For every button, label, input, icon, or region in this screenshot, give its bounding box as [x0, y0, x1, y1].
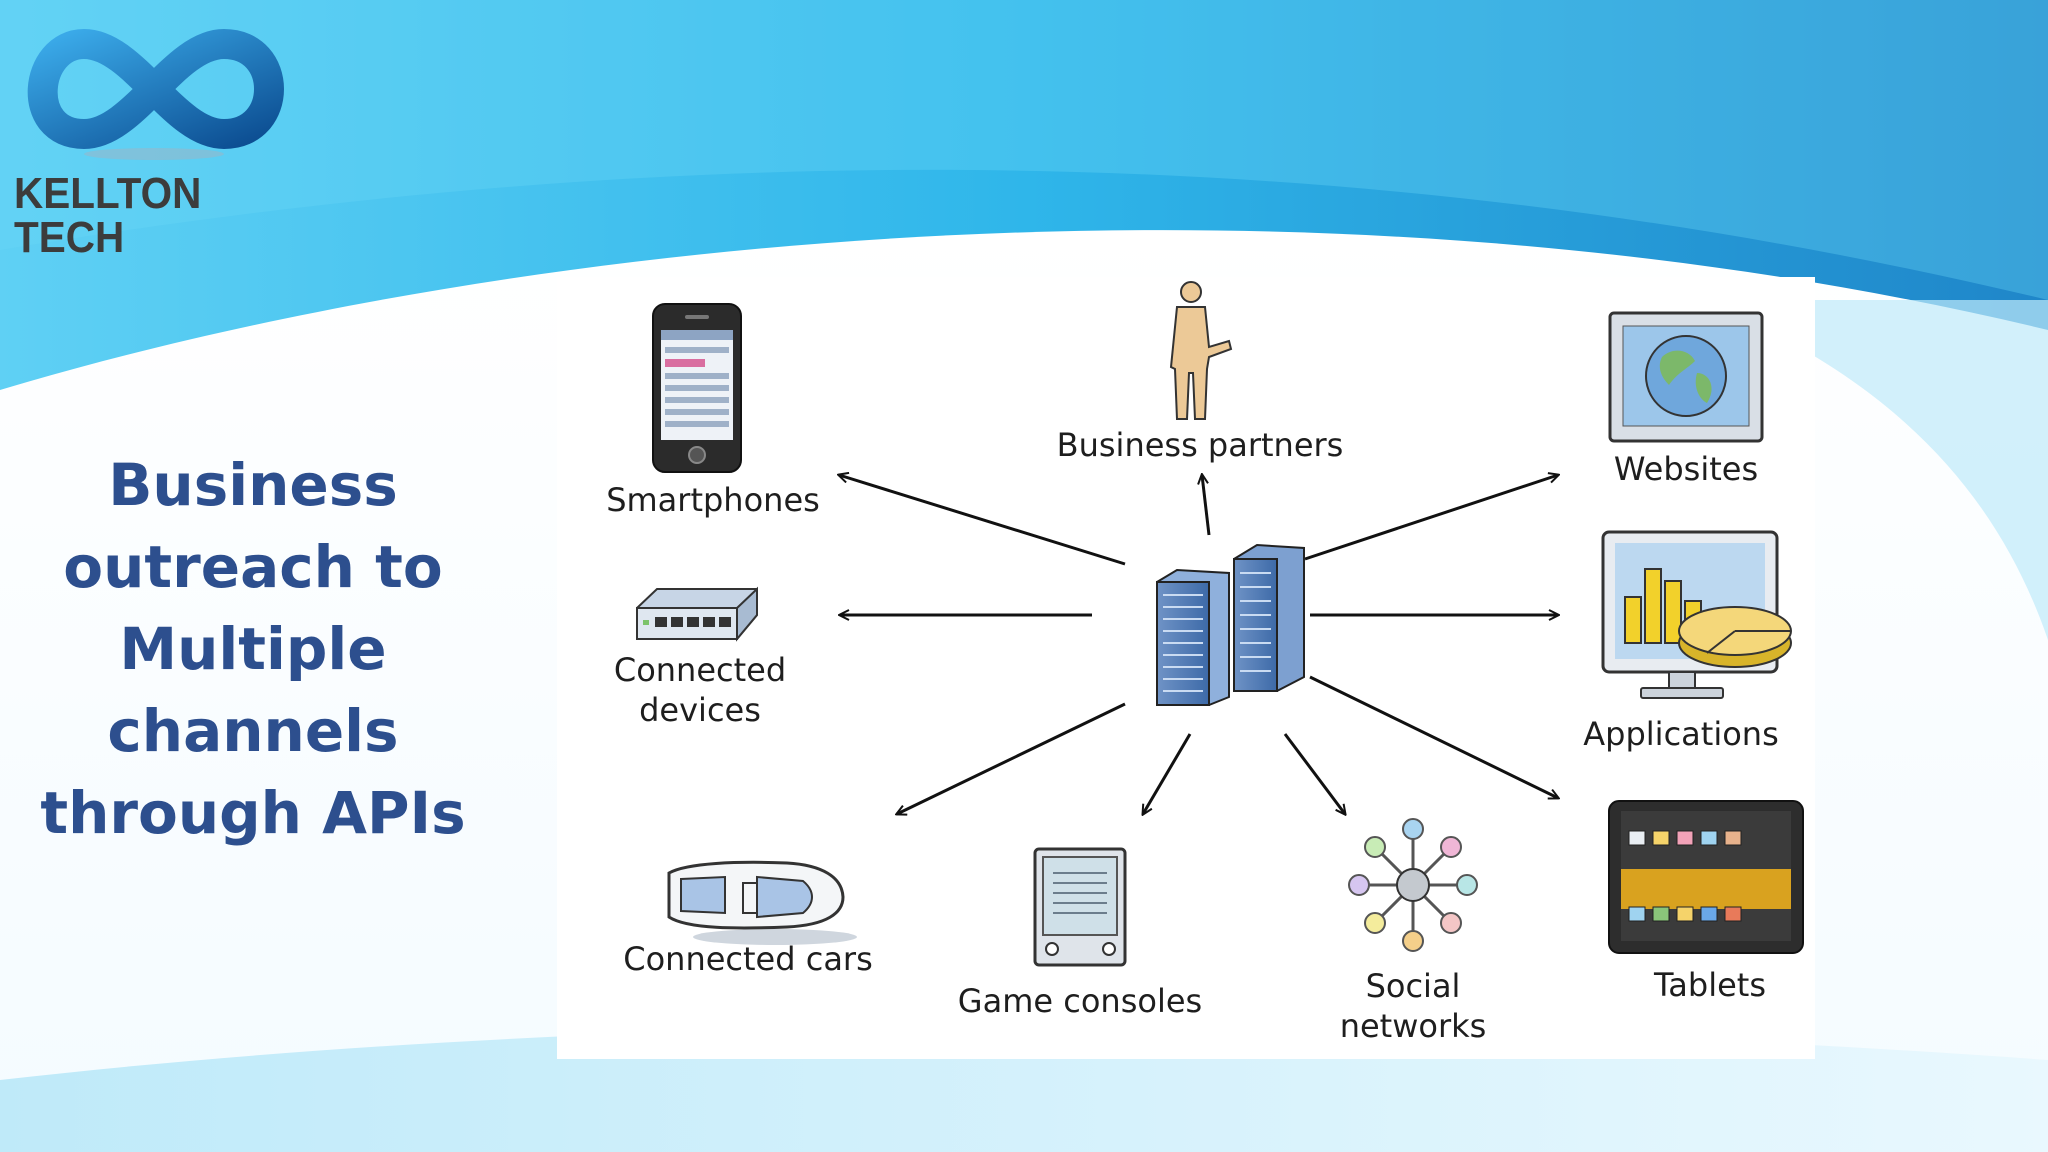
label-connected-devices-2: devices [639, 691, 761, 729]
connector-arrows [839, 475, 1558, 814]
label-connected-cars: Connected cars [623, 940, 873, 978]
network-switch-icon [636, 586, 758, 642]
arrow-to-consoles [1143, 733, 1192, 814]
heading-line: Business [108, 451, 398, 519]
social-graph-icon [1348, 818, 1478, 952]
handheld-console-icon [1033, 847, 1127, 967]
label-smartphones: Smartphones [606, 481, 820, 519]
label-connected-devices-1: Connected [613, 651, 787, 689]
infinity-logo-icon [27, 28, 284, 160]
globe-monitor-icon [1608, 311, 1764, 443]
heading-line: through APIs [40, 779, 466, 847]
label-websites: Websites [1613, 450, 1759, 488]
label-tablets: Tablets [1654, 966, 1766, 1004]
brand-name: KELLTON TECH [14, 169, 202, 262]
office-buildings-icon [1156, 543, 1305, 707]
car-icon [667, 860, 857, 945]
arrow-to-smartphones [839, 475, 1126, 566]
label-applications: Applications [1583, 715, 1779, 753]
label-social-networks-1: Social [1365, 967, 1461, 1005]
person-icon [1169, 281, 1233, 420]
heading-line: Multiple [119, 615, 387, 683]
heading-line: channels [107, 697, 399, 765]
heading-line: outreach to [63, 533, 443, 601]
arrow-to-tablets [1309, 675, 1558, 798]
arrow-to-websites [1304, 475, 1558, 561]
smartphone-icon [652, 303, 742, 473]
label-business-partners: Business partners [1056, 426, 1344, 464]
tablet-icon [1608, 800, 1804, 954]
label-game-consoles: Game consoles [957, 982, 1203, 1020]
arrow-to-cars [897, 702, 1126, 814]
api-channels-diagram [636, 281, 1804, 967]
slide-heading: Business outreach to Multiple channels t… [30, 444, 476, 854]
chart-monitor-icon [1601, 530, 1792, 699]
arrow-to-partners [1202, 475, 1211, 536]
label-social-networks-2: networks [1339, 1007, 1487, 1045]
arrow-to-social [1283, 733, 1345, 814]
